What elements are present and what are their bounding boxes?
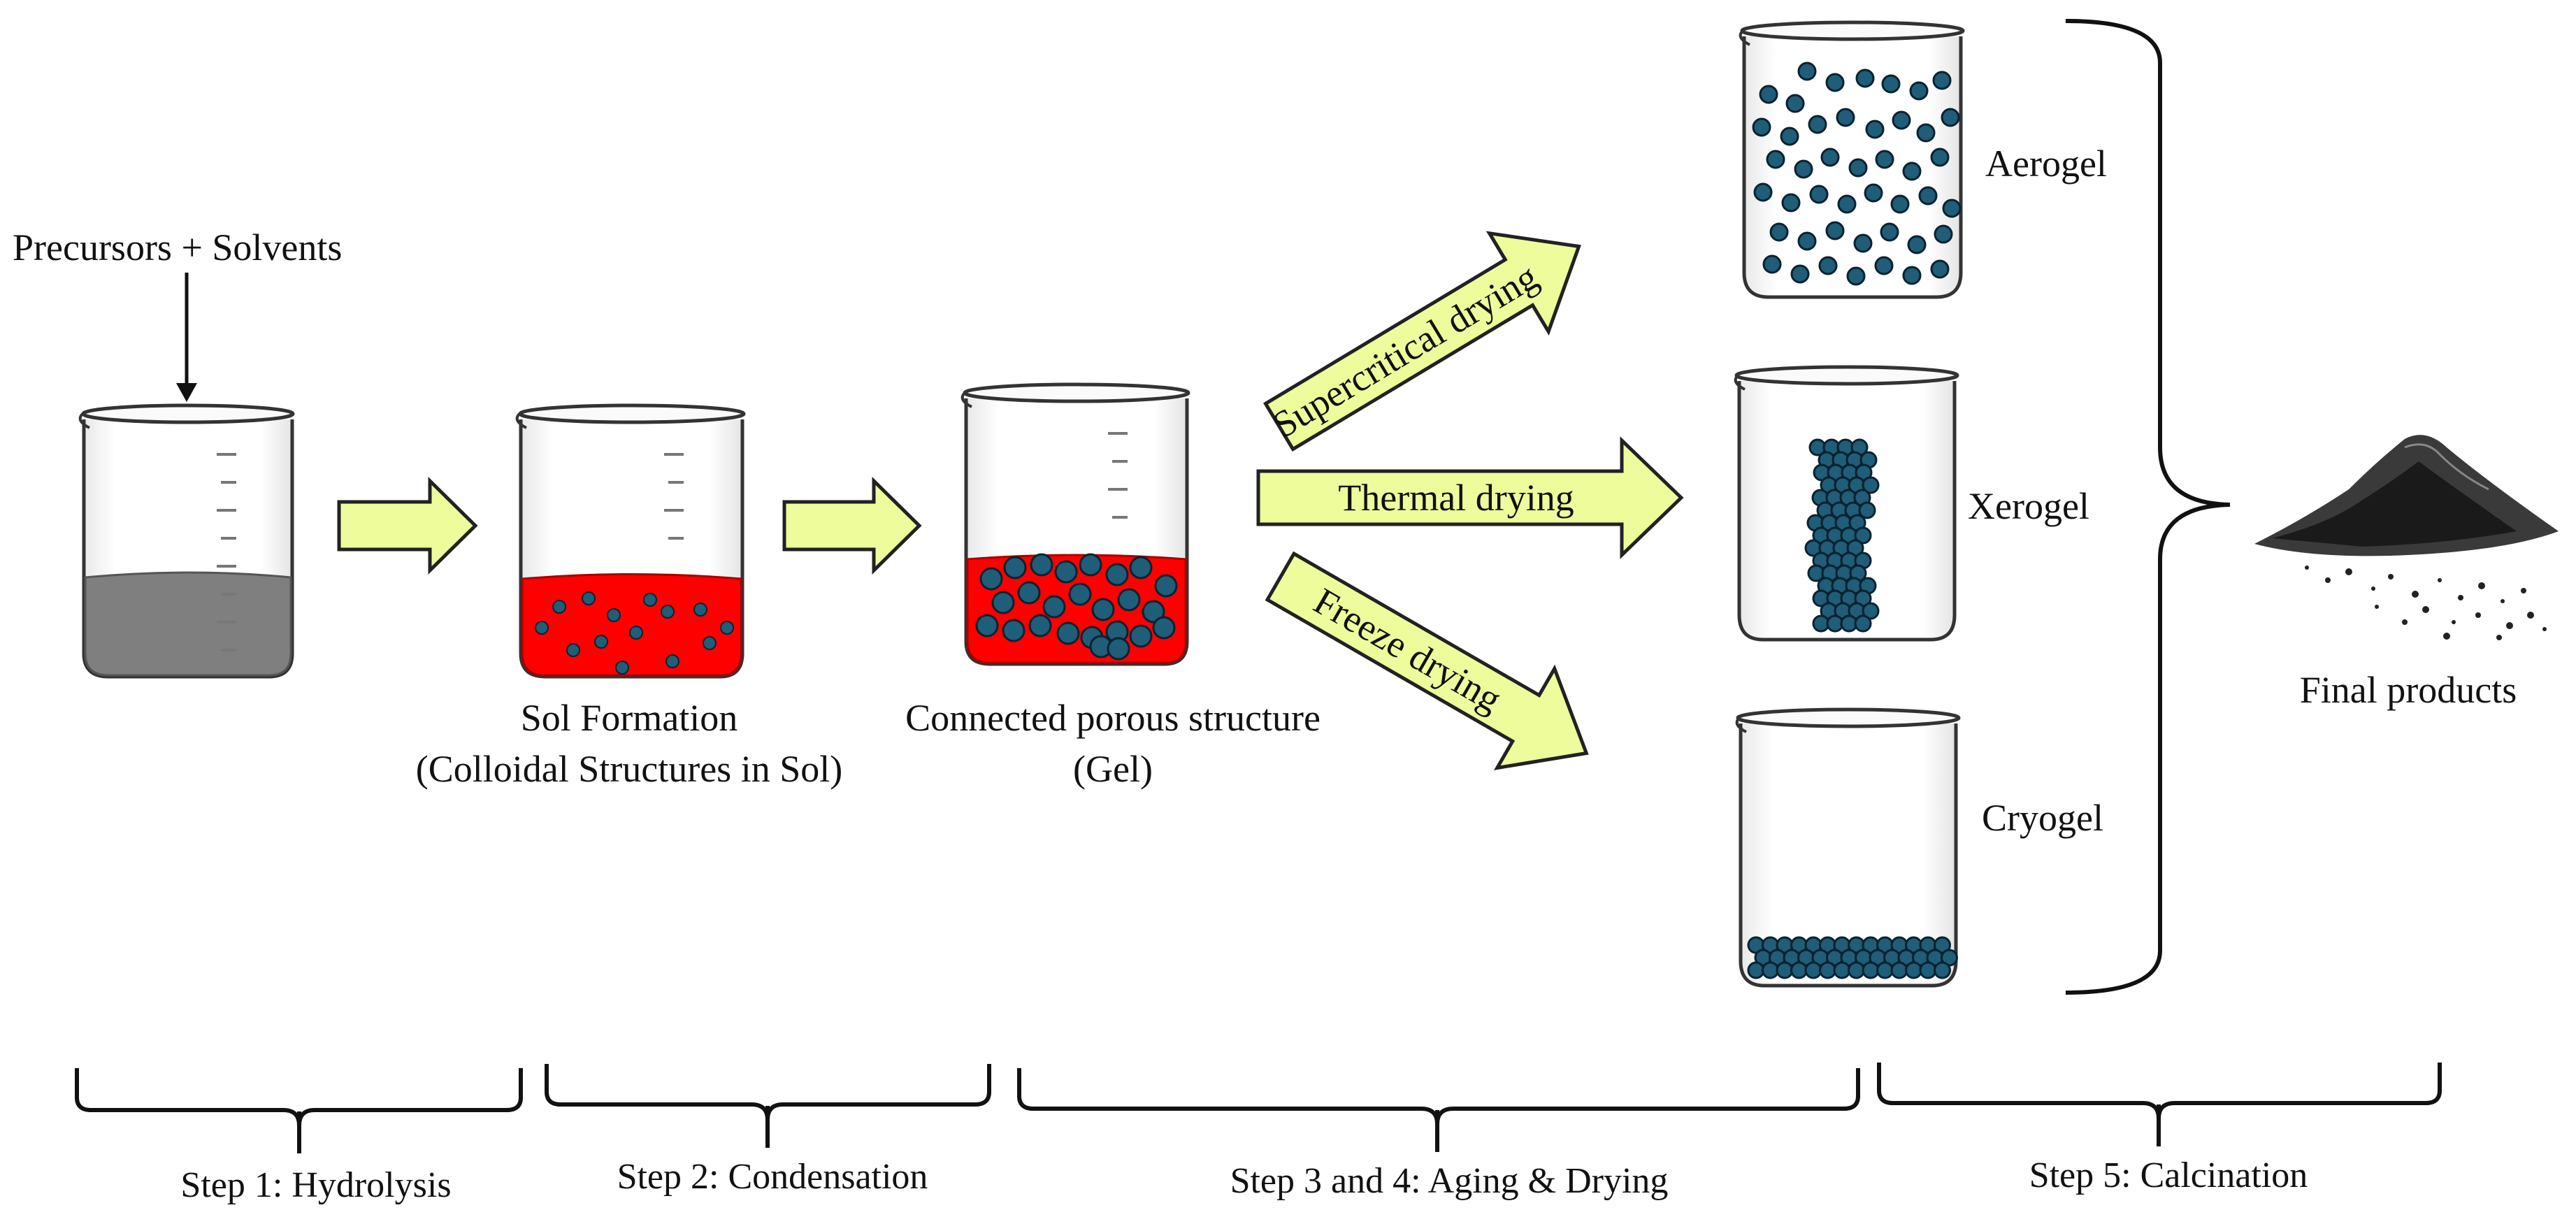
beaker-sol	[515, 403, 746, 679]
particle	[2542, 627, 2547, 631]
particle	[2458, 595, 2463, 600]
step-brace-1	[75, 1068, 523, 1153]
step-brace-2	[545, 1064, 991, 1148]
particle	[1862, 602, 1880, 620]
particle	[1876, 961, 1894, 979]
step-5-label: Step 5: Calcination	[2029, 1155, 2308, 1195]
xerogel-column	[1804, 438, 1880, 633]
gray-liquid	[84, 571, 292, 677]
particle	[2371, 586, 2375, 591]
particle	[2506, 622, 2513, 629]
cryogel-label: Cryogel	[1982, 797, 2103, 839]
final-products-label: Final products	[2300, 669, 2517, 711]
particle	[1819, 961, 1836, 979]
sol-label-line2: (Colloidal Structures in Sol)	[416, 748, 842, 790]
particle	[1747, 961, 1765, 979]
beaker-cryogel	[1735, 707, 1961, 988]
particle	[1804, 961, 1822, 979]
particle	[1833, 961, 1851, 979]
particle	[2496, 635, 2502, 640]
freeze-drying-arrow: Freeze drying	[1265, 551, 1589, 770]
particle	[1905, 961, 1922, 979]
step-brace-3	[1017, 1068, 1860, 1152]
particle	[1890, 961, 1908, 979]
particle	[2478, 582, 2485, 589]
particle	[1858, 501, 1876, 519]
thermal-label: Thermal drying	[1338, 477, 1574, 519]
particle	[2412, 591, 2419, 598]
beaker-gel	[960, 382, 1190, 666]
step-brace-5	[1877, 1063, 2442, 1146]
particle	[2325, 577, 2331, 583]
particle	[2443, 633, 2450, 640]
particle	[2305, 566, 2309, 570]
particle	[1762, 961, 1779, 979]
step-2-label: Step 2: Condensation	[617, 1157, 928, 1197]
freeze-label: Freeze drying	[1307, 579, 1509, 720]
particle	[2527, 612, 2534, 619]
gel-label-line1: Connected porous structure	[905, 697, 1321, 739]
particle	[2388, 574, 2394, 579]
particle	[2521, 588, 2526, 593]
step-3-4-label: Step 3 and 4: Aging & Drying	[1230, 1161, 1669, 1201]
beaker-xerogel	[1734, 365, 1959, 642]
beaker-aerogel	[1739, 20, 1965, 299]
particle	[2422, 606, 2429, 613]
particle	[1934, 961, 1951, 979]
precursors-label: Precursors + Solvents	[13, 226, 342, 268]
precursors-arrowhead	[176, 383, 197, 402]
powder-pile-icon	[2254, 435, 2559, 640]
particle	[2452, 620, 2456, 624]
particle	[2501, 599, 2505, 603]
products-brace	[2065, 19, 2231, 995]
beaker-precursors	[78, 403, 295, 679]
cryogel-layer	[1747, 936, 1958, 979]
particle	[1848, 961, 1865, 979]
particle	[2475, 612, 2481, 618]
particle	[1790, 961, 1808, 979]
particle	[1854, 614, 1872, 633]
supercritical-drying-arrow: Supercritical drying	[1262, 231, 1581, 452]
particle	[2345, 568, 2352, 575]
particle	[2438, 578, 2442, 582]
particle	[1862, 961, 1880, 979]
step-1-label: Step 1: Hydrolysis	[180, 1165, 451, 1205]
particle	[2402, 619, 2408, 625]
process-arrow-2	[782, 477, 922, 575]
particle	[1919, 961, 1937, 979]
process-arrow-1	[337, 477, 478, 575]
gel-label-line2: (Gel)	[1073, 748, 1153, 790]
sol-liquid	[521, 573, 742, 677]
supercritical-label: Supercritical drying	[1265, 255, 1545, 446]
particle	[2375, 605, 2379, 609]
particle	[1862, 476, 1880, 494]
aerogel-label: Aerogel	[1985, 143, 2107, 185]
sol-label-line1: Sol Formation	[521, 697, 738, 739]
particle	[1776, 961, 1794, 979]
particle	[1854, 526, 1872, 545]
thermal-drying-arrow: Thermal drying	[1256, 436, 1684, 559]
xerogel-label: Xerogel	[1968, 485, 2089, 527]
